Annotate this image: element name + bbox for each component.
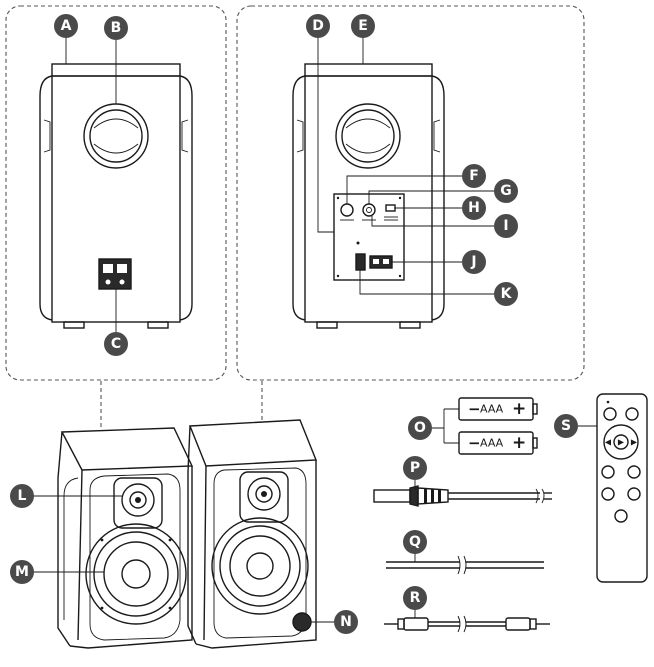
- svg-text:D: D: [312, 18, 324, 34]
- remote-dpad: [603, 424, 639, 460]
- svg-text:L: L: [18, 488, 27, 504]
- callout-m: M: [10, 560, 34, 584]
- svg-text:A: A: [61, 18, 72, 34]
- remote-play-icon: ▶: [618, 438, 625, 447]
- battery-2: − AAA +: [458, 431, 538, 455]
- svg-text:C: C: [111, 336, 121, 352]
- tweeter-left: [121, 483, 155, 517]
- callout-n: N: [334, 610, 358, 634]
- battery-1-plus: +: [512, 399, 526, 419]
- battery-1: − AAA +: [458, 397, 538, 421]
- battery-2-minus: −: [468, 434, 481, 452]
- remote-button-4-icon: [627, 487, 641, 501]
- callout-c: C: [104, 332, 128, 356]
- speaker-pair-front: [57, 419, 318, 649]
- remote-mode-button-icon: [625, 407, 639, 421]
- remote-next-icon: ▶: [631, 438, 638, 447]
- callout-p: P: [403, 456, 427, 480]
- remote-power-button-icon: [603, 407, 617, 421]
- callout-a: A: [54, 14, 78, 38]
- bass-port-passive: [83, 103, 149, 169]
- aux-input-port: [362, 203, 376, 217]
- svg-text:R: R: [410, 590, 421, 606]
- callout-b: B: [104, 16, 128, 40]
- battery-1-label: AAA: [480, 403, 504, 416]
- volume-knob: [292, 612, 312, 632]
- callout-g: G: [494, 179, 518, 203]
- power-switch: [355, 253, 366, 271]
- svg-text:K: K: [501, 286, 513, 302]
- remote-button-5-icon: [614, 509, 628, 523]
- remote-control: ▶ ◀ ▶: [596, 393, 648, 583]
- bass-port-active: [335, 103, 401, 169]
- svg-text:E: E: [358, 18, 368, 34]
- power-cable: [373, 485, 552, 507]
- usb-port: [385, 204, 396, 212]
- battery-2-plus: +: [512, 433, 526, 453]
- tweeter-right: [247, 477, 281, 511]
- callout-l: L: [10, 484, 34, 508]
- speaker-terminal-passive: [98, 258, 132, 290]
- callout-k: K: [494, 282, 518, 306]
- remote-button-1-icon: [601, 465, 615, 479]
- callout-h: H: [462, 196, 486, 220]
- passive-speaker-rear: [39, 63, 193, 329]
- svg-text:F: F: [469, 168, 479, 184]
- svg-text:O: O: [414, 420, 426, 436]
- svg-text:S: S: [561, 418, 571, 434]
- svg-text:Q: Q: [409, 534, 421, 550]
- optical-input-port: [340, 203, 354, 217]
- remote-button-2-icon: [627, 465, 641, 479]
- speaker-wire: [386, 555, 544, 575]
- svg-text:P: P: [410, 460, 420, 476]
- passive-speaker-frame: [5, 5, 227, 381]
- remote-prev-icon: ◀: [605, 438, 612, 447]
- woofer-left: [85, 523, 187, 625]
- woofer-right: [211, 517, 309, 615]
- rear-control-panel: [333, 193, 405, 281]
- active-speaker-frame: [236, 5, 585, 381]
- svg-text:B: B: [111, 20, 122, 36]
- active-speaker-rear: [292, 38, 494, 329]
- battery-1-minus: −: [468, 400, 481, 418]
- callout-j: J: [462, 250, 486, 274]
- svg-text:G: G: [500, 183, 512, 199]
- callout-r: R: [403, 586, 427, 610]
- svg-text:N: N: [340, 614, 352, 630]
- svg-text:H: H: [468, 200, 480, 216]
- svg-text:M: M: [15, 564, 29, 580]
- svg-text:I: I: [503, 218, 508, 234]
- callout-s: S: [554, 414, 578, 438]
- callout-e: E: [351, 14, 375, 38]
- callout-d: D: [306, 14, 330, 38]
- battery-2-label: AAA: [480, 437, 504, 450]
- callout-q: Q: [403, 530, 427, 554]
- aux-cable: [384, 615, 550, 633]
- remote-button-3-icon: [601, 487, 615, 501]
- svg-text:J: J: [470, 254, 476, 270]
- callout-i: I: [494, 214, 518, 238]
- callout-f: F: [462, 164, 486, 188]
- callout-o: O: [408, 416, 432, 440]
